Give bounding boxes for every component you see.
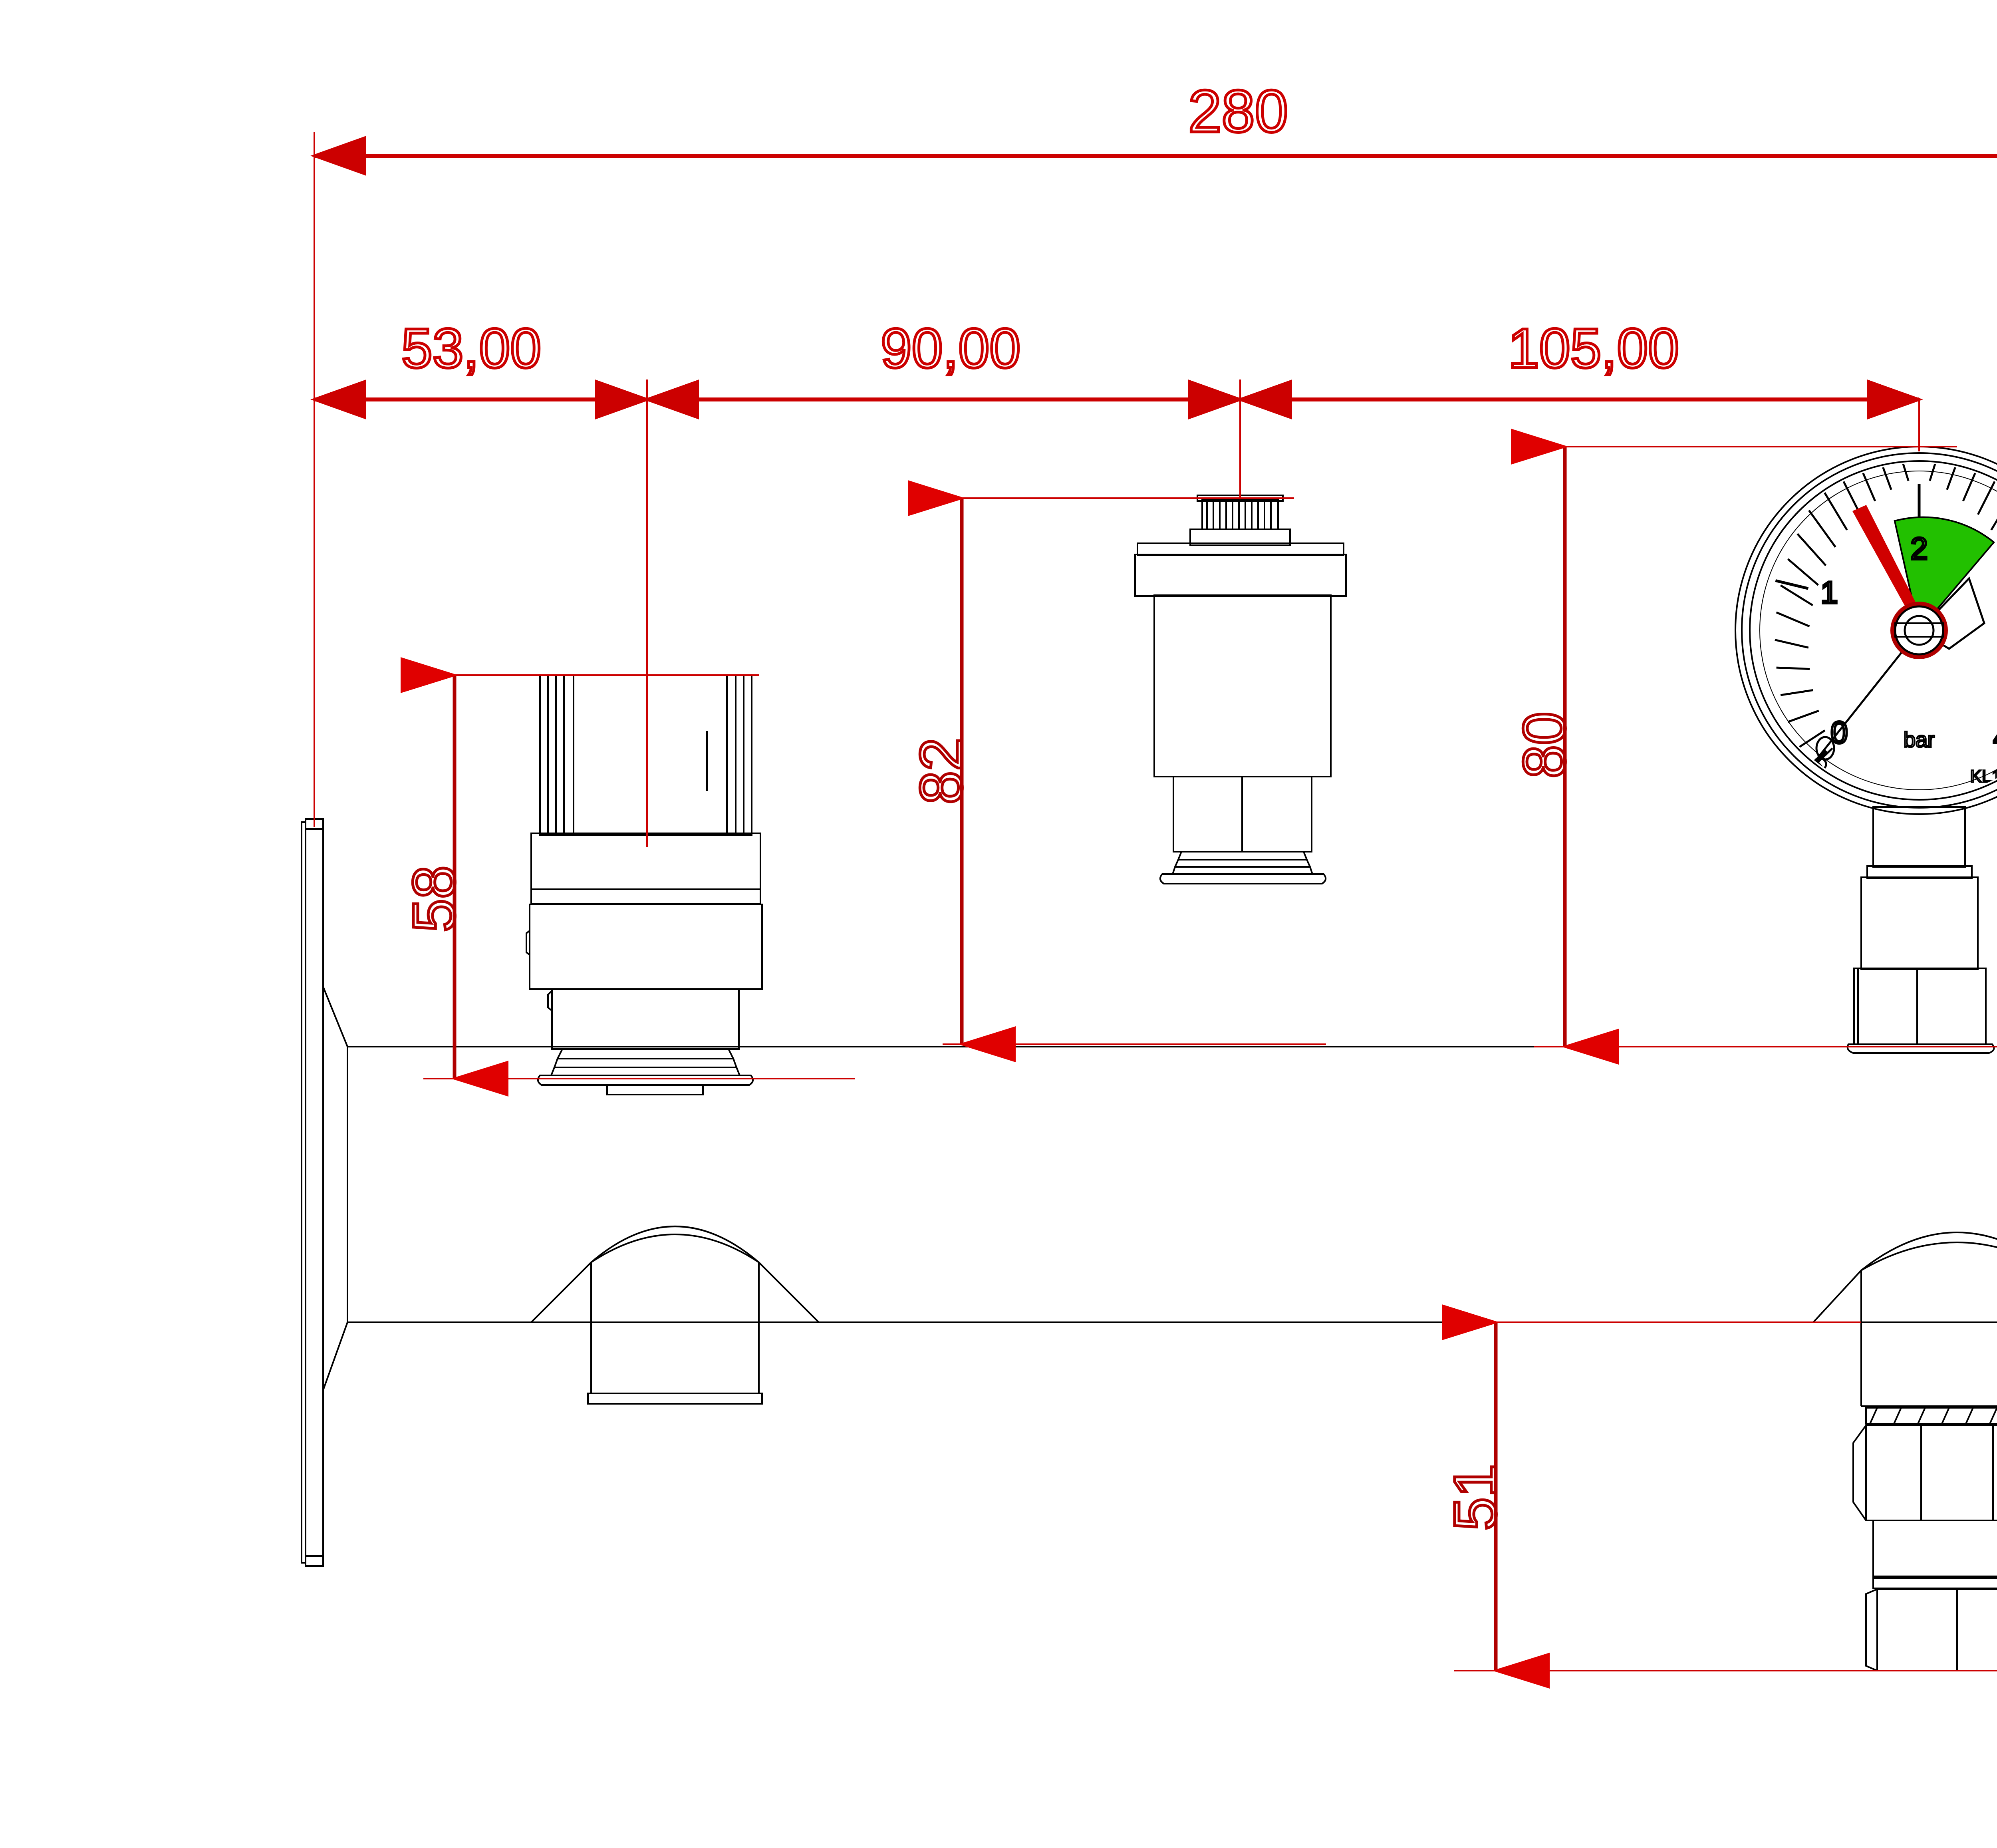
dimension-58: 58 [399, 657, 508, 1097]
dimension-label-53: 53,00 [401, 317, 541, 380]
automatic-air-vent [1134, 495, 1347, 884]
drain-connector [1812, 1232, 1997, 1671]
dimension-82: 82 [906, 480, 1016, 1062]
gauge-label-1: 1 [1820, 575, 1838, 610]
safety-valve [526, 674, 763, 1095]
dimension-label-51: 51 [1441, 1464, 1509, 1531]
gauge-label-4: 4 [1993, 719, 1997, 755]
dimension-label-105: 105,00 [1508, 317, 1679, 380]
gauge-minor-ticks [1775, 463, 1997, 771]
dimension-label-80: 80 [1511, 712, 1578, 779]
dimension-label-90: 90,00 [881, 317, 1020, 380]
dimension-label-82: 82 [907, 738, 975, 805]
dimension-280: 280 [310, 76, 1997, 176]
gauge-numerals: 0 1 2 3 4 [1819, 530, 1997, 756]
gauge-label-2: 2 [1910, 531, 1928, 566]
saddle-branch [499, 1226, 851, 1405]
dimension-chain: 53,00 90,00 105,00 [310, 316, 1923, 419]
dimension-label-58: 58 [400, 866, 467, 932]
gauge-unit-label: bar [1904, 728, 1935, 752]
dimension-51: 51 [1440, 1304, 1550, 1689]
dimension-label-overall-length: 280 [1188, 77, 1288, 145]
gauge-dial: 0 1 2 3 4 bar KL1.6 [1760, 463, 1997, 789]
dimension-80: 80 [1509, 429, 1619, 1065]
dimension-layer: 280 53,00 90,00 105,00 58 82 80 [310, 76, 1997, 1689]
